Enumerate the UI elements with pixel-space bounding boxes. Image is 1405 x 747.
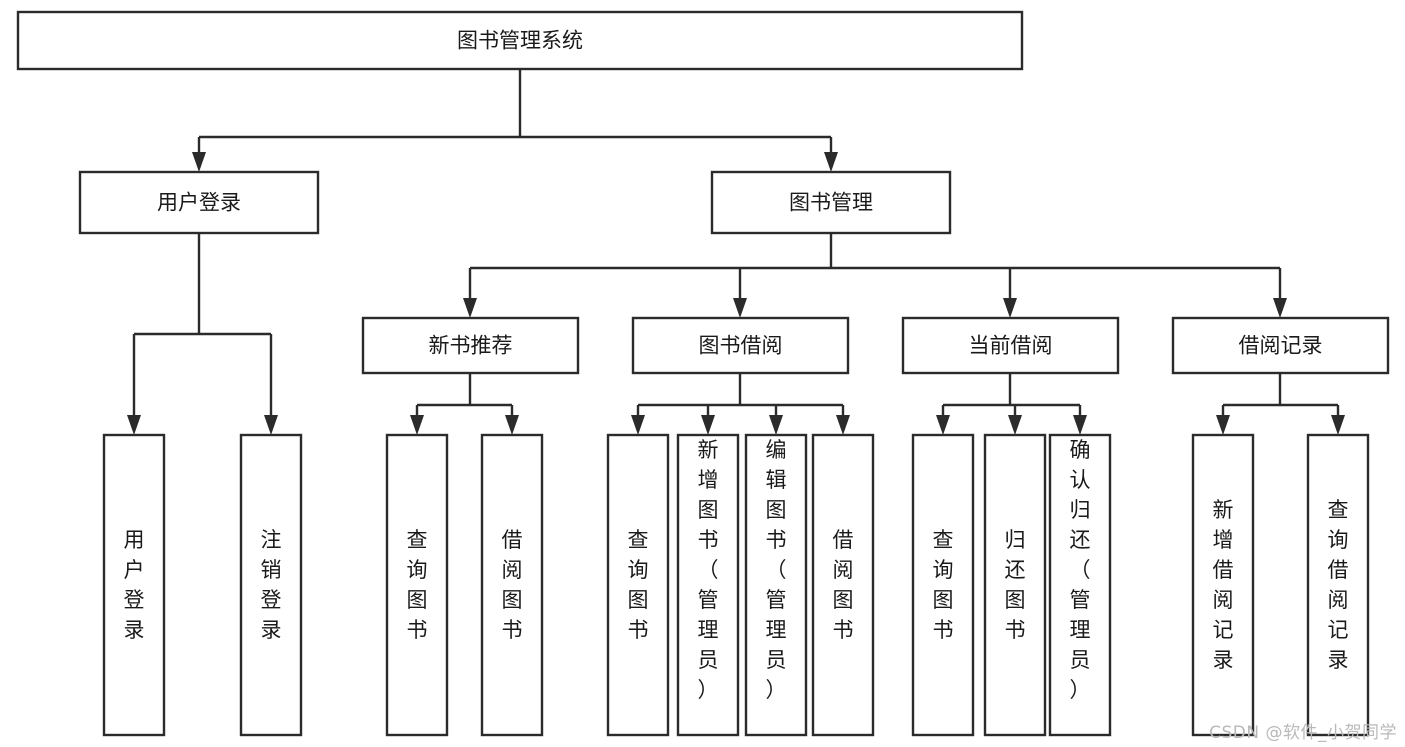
- node-level3-借阅记录[interactable]: 借阅记录: [1171, 316, 1390, 375]
- node-box: [911, 433, 975, 737]
- node-label: 新增图书（管理员）: [698, 438, 719, 702]
- node-label: 借阅图书: [502, 528, 523, 642]
- connector-layer: [127, 69, 1345, 435]
- arrow-head-book_mgmt_to_level3-2: [1003, 298, 1017, 318]
- arrow-head-current_to_leaves-0: [936, 415, 950, 435]
- node-box: [983, 433, 1047, 737]
- node-level2-用户登录[interactable]: 用户登录: [78, 170, 320, 235]
- arrow-head-current_to_leaves-2: [1073, 415, 1087, 435]
- node-label: 图书借阅: [699, 334, 783, 358]
- arrow-head-book_mgmt_to_level3-1: [733, 298, 747, 318]
- arrow-head-root_to_level2-1: [824, 152, 838, 172]
- node-box: [676, 433, 740, 737]
- arrow-head-borrow_to_leaves-1: [701, 415, 715, 435]
- node-box: [1048, 433, 1112, 737]
- node-box: [480, 433, 544, 737]
- node-label: 注销登录: [261, 528, 282, 642]
- node-box: [710, 170, 952, 235]
- node-label: 编辑图书（管理员）: [766, 438, 787, 702]
- node-label: 确认归还（管理员）: [1070, 438, 1091, 702]
- arrow-head-borrow_to_leaves-3: [836, 415, 850, 435]
- node-level3-图书借阅[interactable]: 图书借阅: [631, 316, 850, 375]
- node-label: 图书管理系统: [457, 29, 583, 53]
- node-level2-图书管理[interactable]: 图书管理: [710, 170, 952, 235]
- node-label: 新书推荐: [429, 334, 513, 358]
- node-leaf-确认归还管理员[interactable]: 确认归还（管理员）: [1048, 433, 1112, 737]
- node-leaf-查询图书[interactable]: 查询图书: [385, 433, 449, 737]
- node-box: [361, 316, 580, 375]
- node-box: [811, 433, 875, 737]
- node-label: 用户登录: [124, 528, 145, 642]
- node-root-图书管理系统[interactable]: 图书管理系统: [16, 10, 1024, 71]
- node-label: 归还图书: [1005, 528, 1026, 642]
- arrow-head-borrow_to_leaves-2: [769, 415, 783, 435]
- node-leaf-查询借阅记录[interactable]: 查询借阅记录: [1306, 433, 1370, 737]
- node-leaf-注销登录[interactable]: 注销登录: [239, 433, 303, 737]
- node-level3-当前借阅[interactable]: 当前借阅: [901, 316, 1120, 375]
- node-box: [901, 316, 1120, 375]
- arrow-head-current_to_leaves-1: [1008, 415, 1022, 435]
- node-leaf-新增图书管理员[interactable]: 新增图书（管理员）: [676, 433, 740, 737]
- node-box: [385, 433, 449, 737]
- node-label: 查询图书: [407, 528, 428, 642]
- node-label: 查询图书: [933, 528, 954, 642]
- node-label: 借阅记录: [1239, 334, 1323, 358]
- arrow-head-new_book_to_leaves-1: [505, 415, 519, 435]
- node-box: [16, 10, 1024, 71]
- arrow-head-book_mgmt_to_level3-3: [1273, 298, 1287, 318]
- arrow-head-user_login_to_leaves-0: [127, 415, 141, 435]
- arrow-head-root_to_level2-0: [192, 152, 206, 172]
- node-leaf-新增借阅记录[interactable]: 新增借阅记录: [1191, 433, 1255, 737]
- node-box: [1306, 433, 1370, 737]
- arrow-head-user_login_to_leaves-1: [264, 415, 278, 435]
- node-box: [744, 433, 808, 737]
- node-label: 新增借阅记录: [1213, 498, 1234, 672]
- node-leaf-查询图书[interactable]: 查询图书: [911, 433, 975, 737]
- node-level3-新书推荐[interactable]: 新书推荐: [361, 316, 580, 375]
- node-label: 查询图书: [628, 528, 649, 642]
- node-leaf-编辑图书管理员[interactable]: 编辑图书（管理员）: [744, 433, 808, 737]
- node-leaf-借阅图书[interactable]: 借阅图书: [480, 433, 544, 737]
- arrow-head-book_mgmt_to_level3-0: [463, 298, 477, 318]
- arrow-head-borrow_to_leaves-0: [631, 415, 645, 435]
- node-box: [78, 170, 320, 235]
- node-box: [631, 316, 850, 375]
- node-leaf-查询图书[interactable]: 查询图书: [606, 433, 670, 737]
- node-label: 当前借阅: [969, 334, 1053, 358]
- node-leaf-借阅图书[interactable]: 借阅图书: [811, 433, 875, 737]
- node-label: 借阅图书: [833, 528, 854, 642]
- arrow-head-new_book_to_leaves-0: [410, 415, 424, 435]
- node-box: [1191, 433, 1255, 737]
- arrow-head-record_to_leaves-0: [1216, 415, 1230, 435]
- node-box: [1171, 316, 1390, 375]
- node-box: [239, 433, 303, 737]
- node-layer: 图书管理系统用户登录图书管理新书推荐图书借阅当前借阅借阅记录用户登录注销登录查询…: [16, 10, 1390, 737]
- node-label: 用户登录: [157, 191, 241, 215]
- node-box: [102, 433, 166, 737]
- node-leaf-归还图书[interactable]: 归还图书: [983, 433, 1047, 737]
- node-label: 查询借阅记录: [1328, 498, 1349, 672]
- node-box: [606, 433, 670, 737]
- node-label: 图书管理: [789, 191, 873, 215]
- arrow-head-record_to_leaves-1: [1331, 415, 1345, 435]
- node-leaf-用户登录[interactable]: 用户登录: [102, 433, 166, 737]
